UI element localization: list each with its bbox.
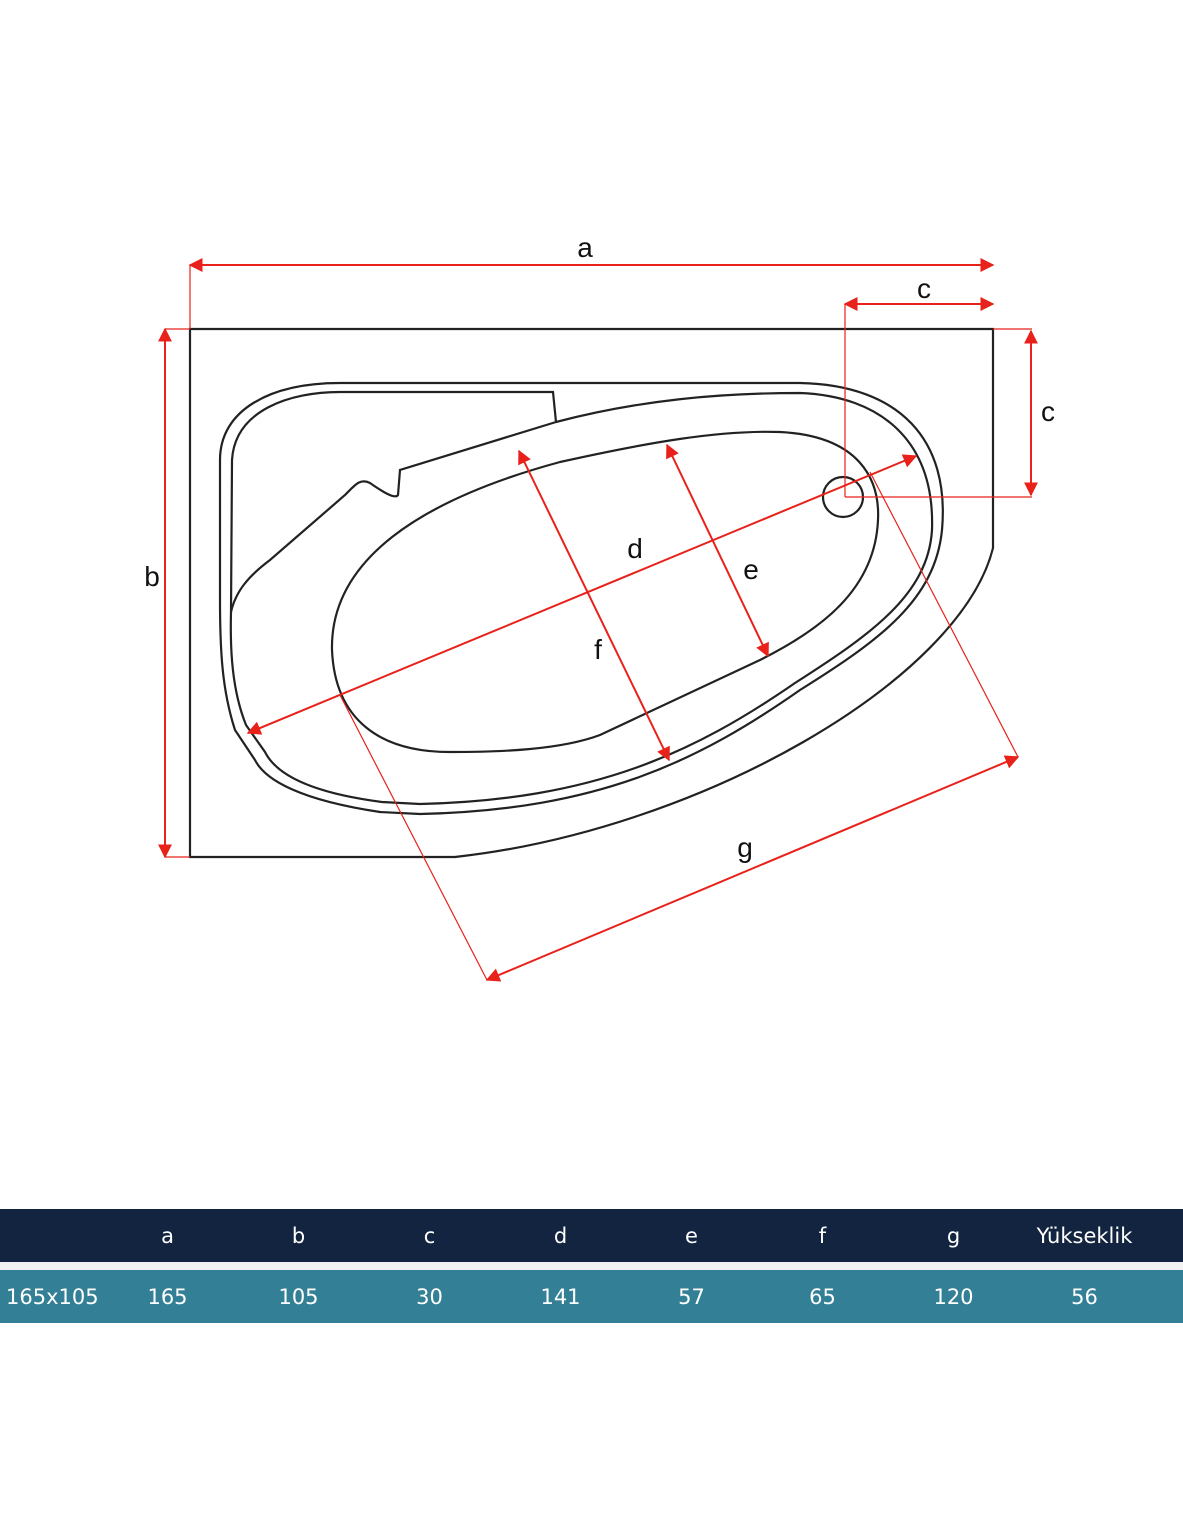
header-cell: Yükseklik — [1036, 1223, 1133, 1248]
dimension-e — [666, 443, 769, 658]
tub-outer-outline — [188, 327, 995, 859]
table-cell: 56 — [1071, 1284, 1098, 1309]
table-cell: 105 — [278, 1284, 319, 1309]
label-a: a — [577, 232, 593, 263]
label-c-side: c — [1041, 396, 1055, 427]
dimension-d — [246, 454, 918, 735]
table-divider — [0, 1262, 1183, 1270]
dimension-f — [518, 449, 670, 762]
tub-basin — [330, 430, 880, 754]
header-cell: d — [553, 1223, 568, 1248]
dimension-g — [485, 755, 1020, 982]
dimension-table-header: a b c d e f g Yükseklik — [0, 1209, 1183, 1262]
tub-seat-outline — [229, 390, 558, 613]
header-cell: g — [946, 1223, 961, 1248]
tub-rim-outer — [218, 381, 944, 816]
table-row: 165x105 165 105 30 141 57 65 120 56 — [0, 1270, 1183, 1323]
header-cell: c — [423, 1223, 436, 1248]
table-cell: 120 — [933, 1284, 974, 1309]
label-b: b — [144, 561, 160, 592]
header-cell: f — [818, 1223, 827, 1248]
table-cell: 57 — [678, 1284, 705, 1309]
tub-rim-inner — [229, 391, 934, 806]
label-d: d — [627, 533, 643, 564]
label-e: e — [743, 554, 759, 585]
label-f: f — [594, 634, 602, 665]
header-cell: b — [291, 1223, 306, 1248]
header-cell: a — [161, 1223, 174, 1248]
table-cell: 65 — [809, 1284, 836, 1309]
label-g: g — [737, 832, 753, 863]
table-cell: 165x105 — [6, 1284, 99, 1309]
table-cell: 165 — [147, 1284, 188, 1309]
bathtub-dimension-drawing: a c c b d e f g — [144, 232, 1055, 982]
table-cell: 30 — [416, 1284, 443, 1309]
label-c-top: c — [917, 273, 931, 304]
header-cell: e — [685, 1223, 698, 1248]
table-cell: 141 — [540, 1284, 581, 1309]
